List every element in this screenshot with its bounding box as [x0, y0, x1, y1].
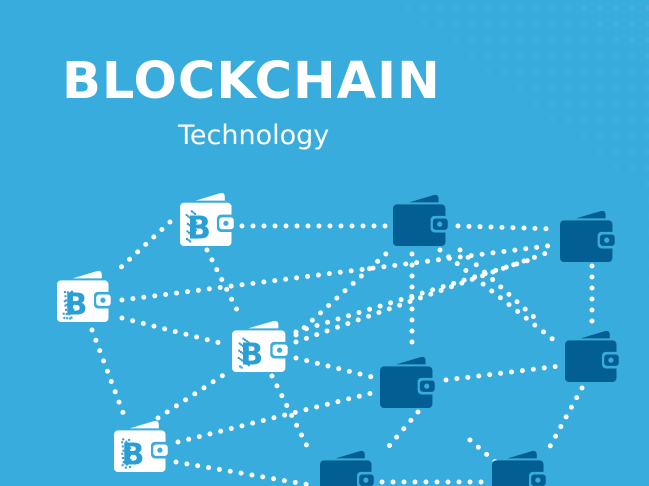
- dotted-link: [545, 385, 585, 453]
- dotted-link: [119, 315, 231, 348]
- page-title: BLOCKCHAIN: [62, 52, 441, 111]
- wallet-icon: [393, 194, 450, 246]
- wallet-icon: [560, 210, 617, 262]
- dotted-link: [381, 409, 421, 455]
- dotted-link: [293, 247, 558, 345]
- wallet-icon: [380, 356, 437, 408]
- dotted-link: [89, 327, 128, 421]
- bitcoin-wallet-icon: B: [232, 320, 290, 373]
- dotted-link: [155, 369, 231, 421]
- bitcoin-wallet-icon: B: [57, 270, 113, 323]
- dotted-link: [119, 242, 558, 303]
- wallet-nodes: B B B B: [57, 192, 621, 486]
- dotted-link: [293, 255, 539, 335]
- dotted-link: [293, 249, 391, 338]
- dotted-link: [437, 247, 563, 348]
- dotted-link: [115, 219, 173, 273]
- wallet-icon: [320, 450, 376, 486]
- wallet-icon: [565, 330, 621, 382]
- bitcoin-b-glyph: B: [240, 338, 263, 373]
- page-subtitle: Technology: [178, 120, 330, 151]
- bitcoin-wallet-icon: B: [180, 192, 236, 246]
- wallet-icon: [492, 450, 548, 486]
- dotted-link: [175, 389, 379, 445]
- dotted-connections: [89, 219, 595, 486]
- dotted-link: [173, 459, 319, 486]
- bitcoin-wallet-icon: B: [114, 420, 170, 473]
- dotted-link: [204, 247, 243, 319]
- dotted-link: [443, 363, 563, 383]
- dotted-link: [269, 373, 313, 455]
